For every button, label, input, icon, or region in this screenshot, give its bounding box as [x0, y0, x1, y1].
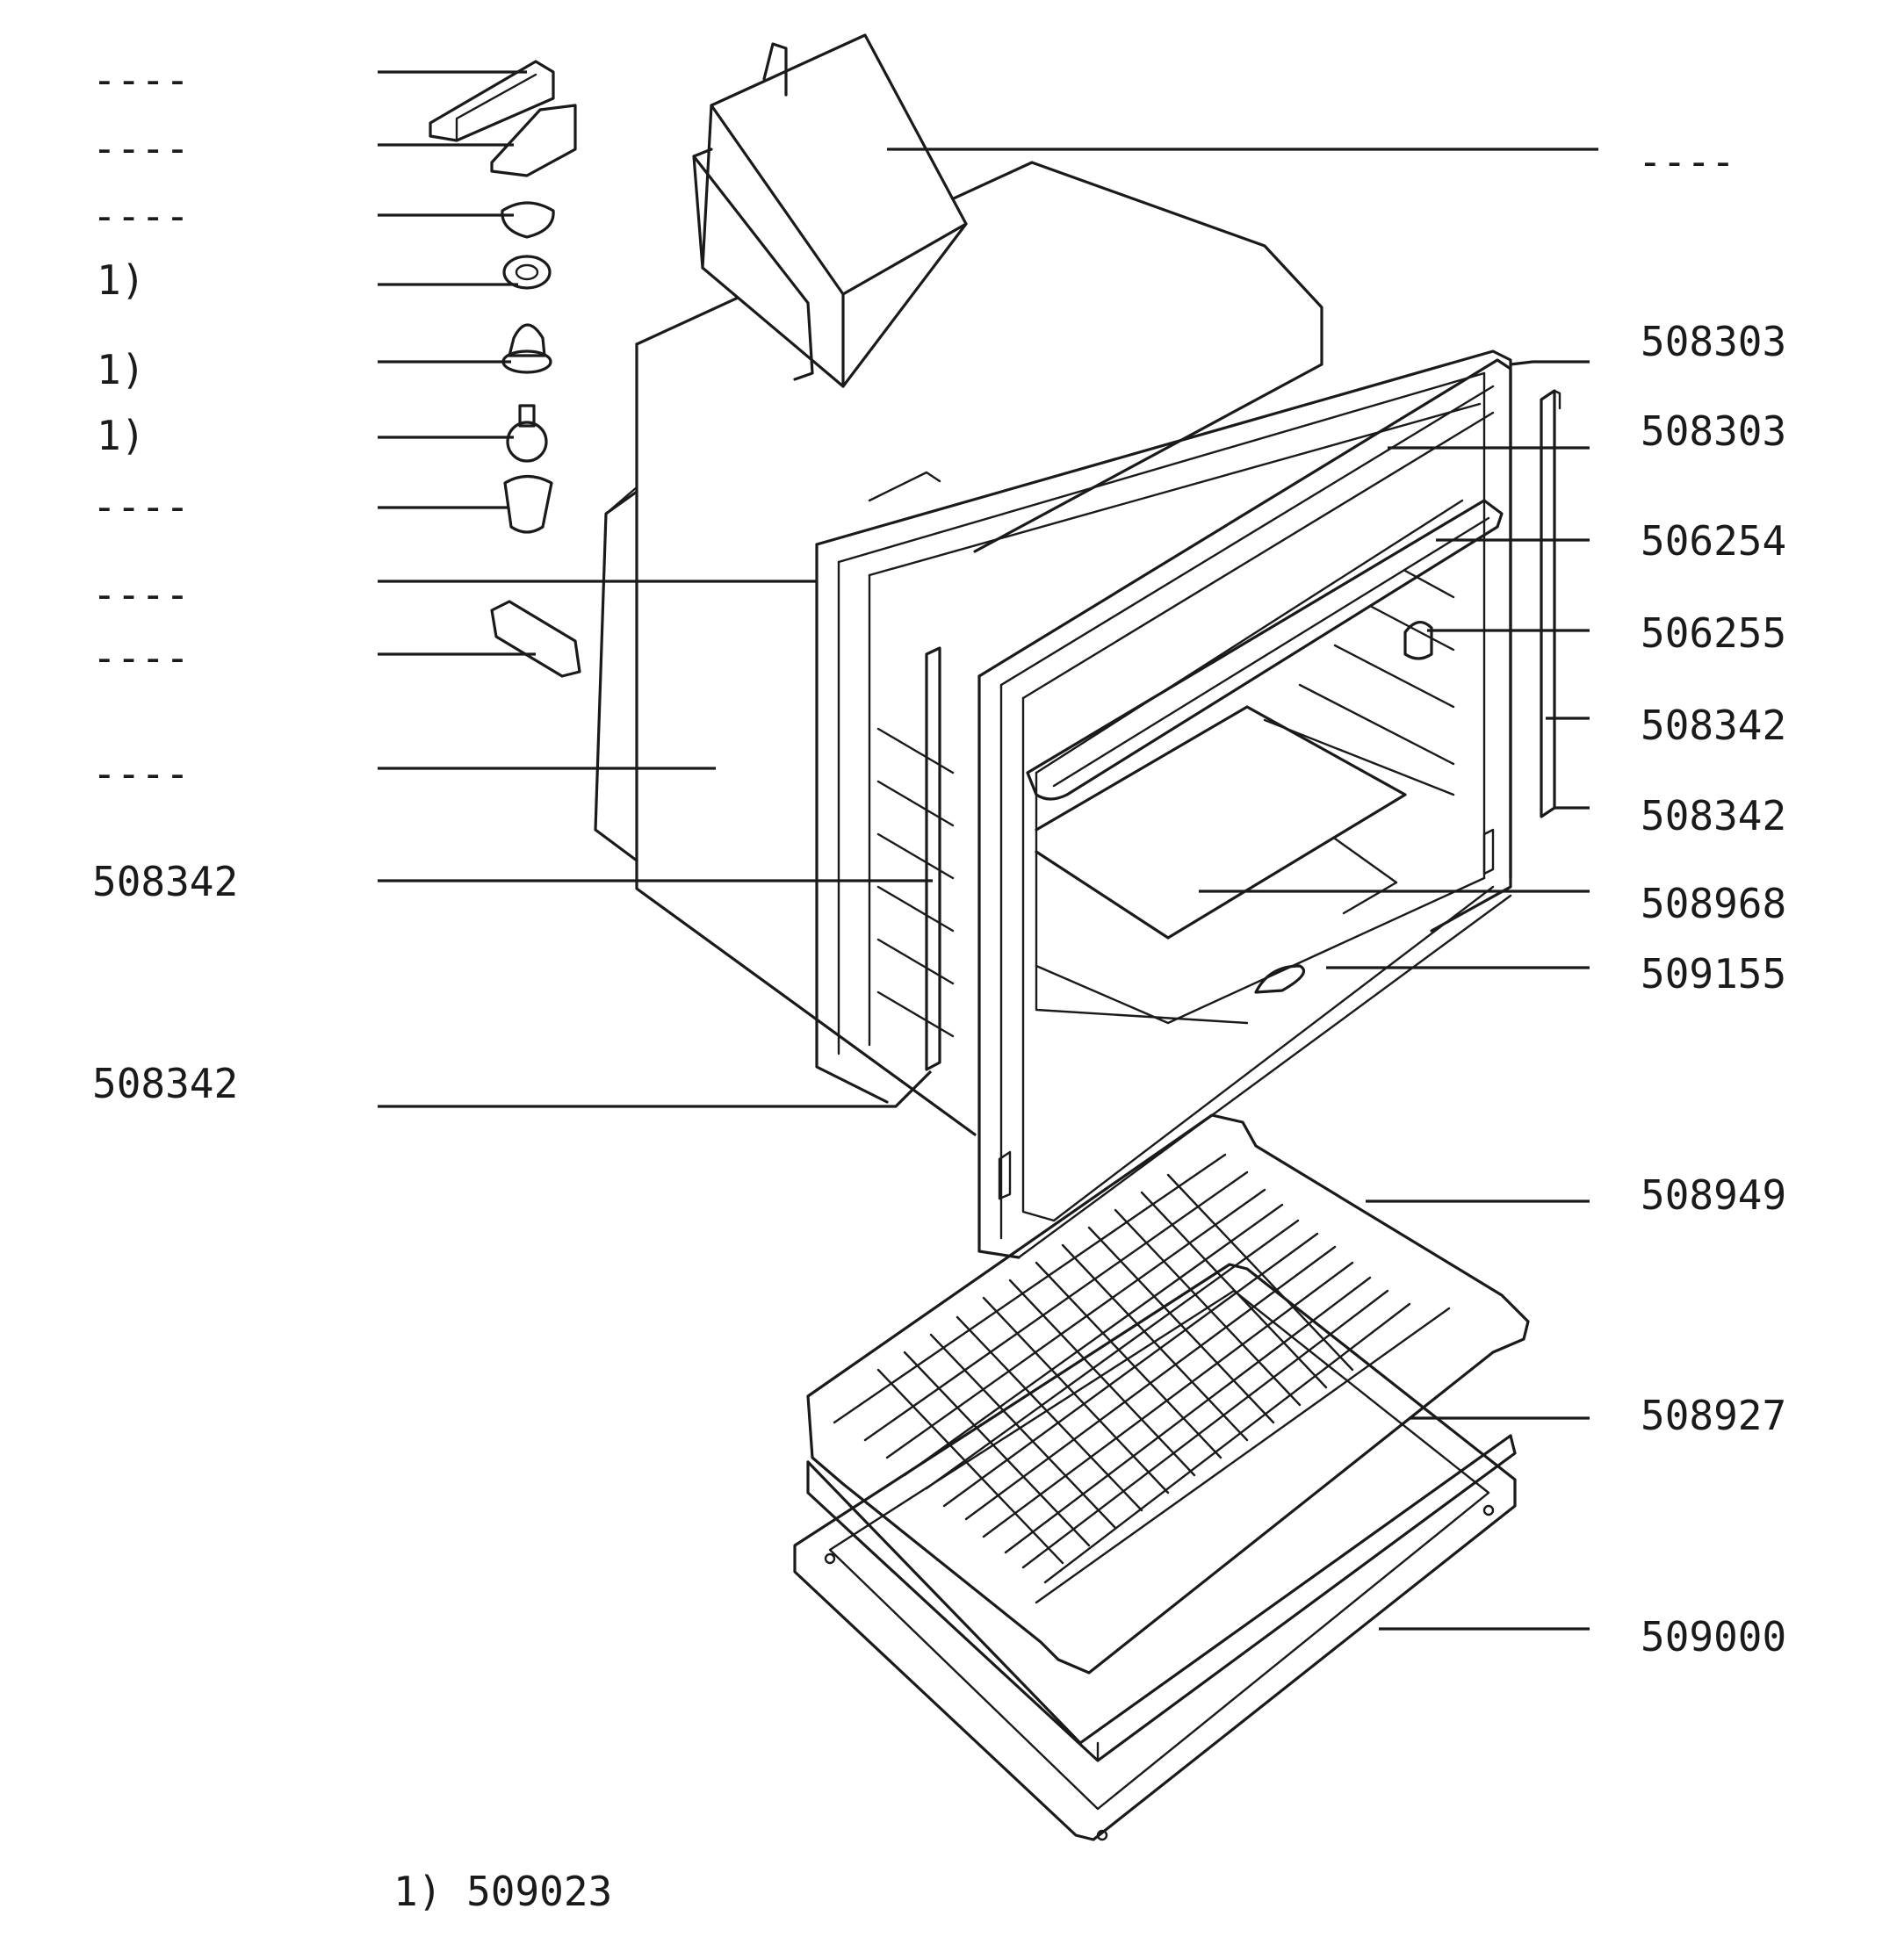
label-top-right: ---- [1638, 138, 1735, 185]
label-left-7: ---- [92, 483, 190, 530]
top-cover-box-drawing [692, 33, 968, 388]
wire-shelf-drawing [806, 1113, 1530, 1675]
label-right-10: 508927 [1641, 1392, 1786, 1439]
right-rail-drawing [1540, 389, 1561, 818]
label-right-7: 508968 [1641, 880, 1786, 927]
label-right-1: 508303 [1641, 318, 1786, 365]
label-right-4: 506255 [1641, 609, 1786, 657]
footnote: 1) 509023 [393, 1868, 612, 1915]
bottom-plate-drawing [793, 1263, 1517, 1841]
label-right-2: 508303 [1641, 407, 1786, 455]
label-left-11: 508342 [92, 858, 238, 905]
label-left-3: ---- [92, 192, 190, 240]
label-left-6: 1) [97, 412, 145, 459]
label-right-11: 509000 [1641, 1613, 1786, 1660]
label-left-1: ---- [92, 56, 190, 104]
label-left-5: 1) [97, 346, 145, 393]
label-right-8: 509155 [1641, 950, 1786, 998]
label-right-9: 508949 [1641, 1171, 1786, 1219]
label-left-4: 1) [97, 256, 145, 304]
label-left-12: 508342 [92, 1060, 238, 1107]
label-left-2: ---- [92, 125, 190, 172]
label-left-8: ---- [92, 571, 190, 618]
label-right-5: 508342 [1641, 702, 1786, 749]
label-left-9: ---- [92, 634, 190, 681]
leader-lines [378, 70, 1598, 1631]
small-parts-drawing [429, 60, 581, 678]
label-left-10: ---- [92, 750, 190, 797]
label-right-3: 506254 [1641, 517, 1786, 565]
oven-cavity-drawing [594, 161, 1512, 1259]
part-labels: ---- ---- ---- 1) 1) 1) ---- ---- ---- -… [92, 56, 1786, 1915]
baking-tray-drawing [806, 1434, 1517, 1762]
label-right-6: 508342 [1641, 792, 1786, 839]
